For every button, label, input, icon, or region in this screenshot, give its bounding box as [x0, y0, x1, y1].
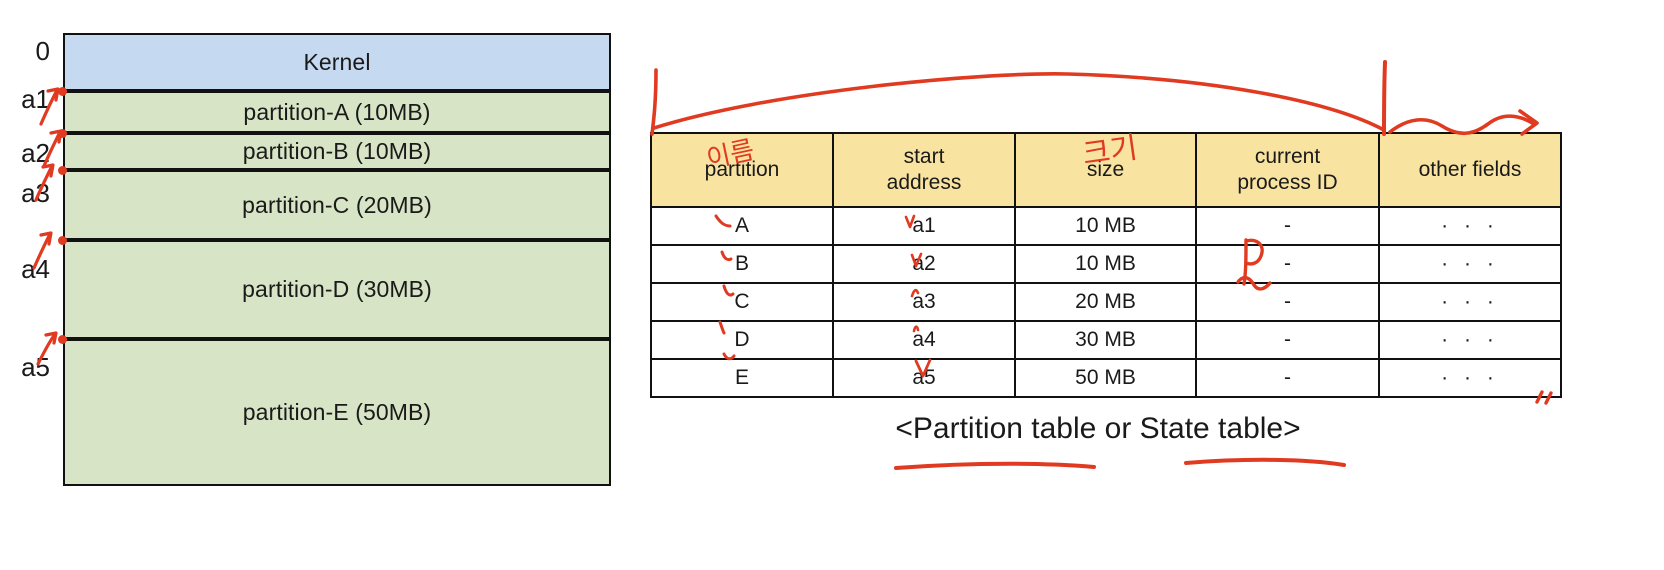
- cell-start-address: a4: [832, 320, 1016, 360]
- boundary-dot-a4: [58, 236, 67, 245]
- boundary-dot-a3: [58, 166, 67, 175]
- cell-partition: A: [650, 206, 834, 246]
- cell-current-process-id: -: [1195, 206, 1380, 246]
- cell-current-process-id: -: [1195, 320, 1380, 360]
- address-label-a3: a3: [21, 178, 50, 208]
- cell-start-address: a5: [832, 358, 1016, 398]
- annotation-squiggle-arrowhead: [1518, 109, 1539, 136]
- cell-start-address: a1: [832, 206, 1016, 246]
- annotation-underline-state-table: [1184, 457, 1346, 467]
- cell-other-fields: · · ·: [1378, 320, 1562, 360]
- memory-block-partition-e: partition-E (50MB): [63, 339, 611, 486]
- address-label-a2: a2: [21, 138, 50, 168]
- boundary-dot-a5: [58, 335, 67, 344]
- table-header-row: partition start address size current pro…: [650, 132, 1562, 208]
- table-row: E a5 50 MB - · · ·: [650, 358, 1562, 398]
- memory-block-kernel: Kernel: [63, 33, 611, 91]
- column-header-start-line1: start: [903, 145, 945, 169]
- column-header-cpid-line1: current: [1254, 145, 1321, 169]
- annotation-divider-tick: [1382, 60, 1387, 136]
- partition-table: partition start address size current pro…: [650, 132, 1562, 398]
- column-header-partition: partition: [650, 132, 834, 208]
- address-label-a5: a5: [21, 352, 50, 382]
- cell-current-process-id: -: [1195, 282, 1380, 322]
- column-header-start-line2: address: [886, 171, 962, 194]
- cell-current-process-id: -: [1195, 358, 1380, 398]
- memory-block-partition-a: partition-A (10MB): [63, 91, 611, 133]
- column-header-partition-label: partition: [704, 158, 780, 182]
- memory-layout-diagram: 0 a1 a2 a3 a4 a5 Kernel partition-A (10M…: [0, 0, 640, 530]
- annotation-squiggle-arrow: [1388, 114, 1536, 136]
- cell-start-address: a3: [832, 282, 1016, 322]
- table-row: A a1 10 MB - · · ·: [650, 206, 1562, 246]
- boundary-dot-a1: [58, 87, 67, 96]
- table-row: B a2 10 MB - · · ·: [650, 244, 1562, 284]
- column-header-cpid-line2: process ID: [1237, 171, 1338, 194]
- cell-current-process-id: -: [1195, 244, 1380, 284]
- address-label-a4: a4: [21, 254, 50, 284]
- annotation-underline-partition-table: [894, 461, 1096, 470]
- cell-partition: B: [650, 244, 834, 284]
- memory-block-partition-b: partition-B (10MB): [63, 133, 611, 170]
- table-row: C a3 20 MB - · · ·: [650, 282, 1562, 322]
- cell-start-address: a2: [832, 244, 1016, 284]
- column-header-size-label: size: [1086, 158, 1125, 182]
- annotation-top-arc: [650, 68, 1386, 136]
- memory-block-partition-c: partition-C (20MB): [63, 170, 611, 240]
- column-header-current-process-id: current process ID: [1195, 132, 1380, 208]
- table-row: D a4 30 MB - · · ·: [650, 320, 1562, 360]
- cell-other-fields: · · ·: [1378, 282, 1562, 322]
- column-header-other-label: other fields: [1418, 158, 1522, 182]
- cell-other-fields: · · ·: [1378, 358, 1562, 398]
- memory-block-partition-d: partition-D (30MB): [63, 240, 611, 339]
- cell-partition: D: [650, 320, 834, 360]
- cell-size: 10 MB: [1014, 206, 1197, 246]
- column-header-start-address: start address: [832, 132, 1016, 208]
- table-caption: <Partition table or State table>: [895, 412, 1301, 445]
- cell-other-fields: · · ·: [1378, 244, 1562, 284]
- address-label-0: 0: [35, 36, 50, 66]
- column-header-size: size: [1014, 132, 1197, 208]
- address-label-a1: a1: [21, 84, 50, 114]
- cell-other-fields: · · ·: [1378, 206, 1562, 246]
- cell-size: 30 MB: [1014, 320, 1197, 360]
- cell-size: 50 MB: [1014, 358, 1197, 398]
- cell-size: 10 MB: [1014, 244, 1197, 284]
- cell-partition: C: [650, 282, 834, 322]
- cell-partition: E: [650, 358, 834, 398]
- boundary-dot-a2: [58, 129, 67, 138]
- partition-table-area: partition start address size current pro…: [648, 0, 1664, 570]
- cell-size: 20 MB: [1014, 282, 1197, 322]
- column-header-other-fields: other fields: [1378, 132, 1562, 208]
